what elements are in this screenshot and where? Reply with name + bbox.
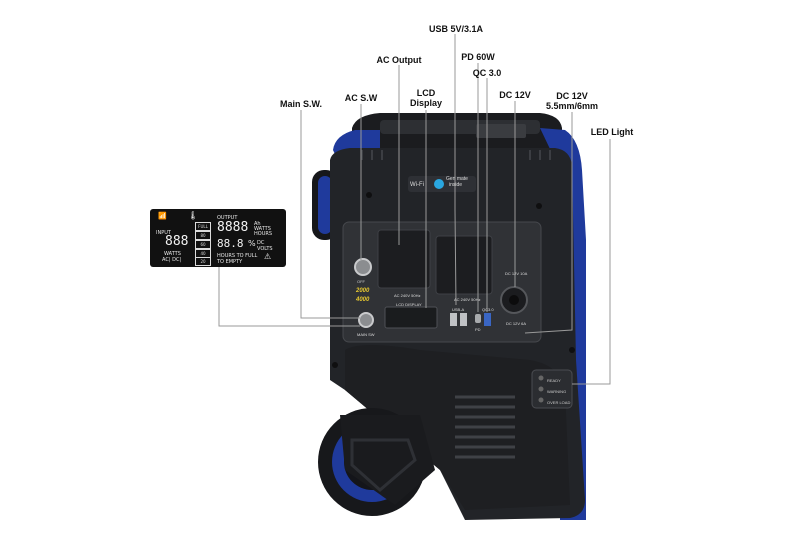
lcd-unit-hours: HOURS [254,231,273,237]
lcd-hours-to-full: HOURS TO FULL [217,253,258,259]
ac-switch [354,258,372,276]
led-overload-label: OVER LOAD [547,400,571,405]
pd-port [475,314,481,323]
panel-pd-label: PD [475,327,481,332]
lcd-watts-label: WATTS [164,251,181,257]
lcd-output-label: OUTPUT [217,215,238,221]
wheel-spoke [350,438,417,492]
led-warning [538,386,544,392]
lcd-ac-dc-label: AC| DC| [162,257,182,263]
callout-led-light: LED Light [590,127,634,137]
main-switch [358,312,374,328]
lcd-unit-percent: % [248,239,256,248]
lcd-display-inset: 📶 🌡 OUTPUT INPUT 888 WATTS AC| DC| FULL … [150,209,286,267]
panel-dc-label2: DC 12V 6A [506,321,527,326]
panel-dc-label: DC 12V 10A [505,271,528,276]
callout-lcd-line2: Display [409,98,442,108]
wheel-cover [340,415,435,505]
lcd-input-label: INPUT [156,230,171,236]
panel-lcd-label: LCD DISPLAY [396,302,422,307]
callout-ac-sw: AC S.W [344,93,378,103]
lcd-unit-ah: Ah [254,221,261,227]
lcd-digits-output: 8888 [217,220,249,235]
ac-outlet-1 [377,229,431,289]
screw [332,362,338,368]
lcd-to-empty: TO EMPTY [217,259,243,265]
callout-lines [218,34,611,385]
lcd-digits-mid: 88.8 [217,237,244,250]
led-ready-label: READY [547,378,561,383]
lcd-unit-watts: WATTS [254,226,271,232]
panel-watt2: 4000 [356,297,370,303]
callout-main-sw: Main S.W. [279,99,322,109]
led-ready [538,375,544,381]
qc-port [484,313,491,326]
callout-dc12v: DC 12V [499,90,531,100]
usb-port [460,313,467,326]
ac-outlet-2 [435,235,493,295]
battery-level-60: 60 [195,240,211,249]
callout-lcd-line1: LCD [416,88,436,98]
led-overload [538,397,544,403]
thermometer-icon: 🌡 [188,211,199,220]
panel-lcd [384,306,438,329]
callout-ac-output: AC Output [376,55,422,65]
lcd-digits-input: 888 [165,234,189,249]
lcd-unit-dc: DC [257,240,265,246]
top-vent-block [476,124,526,138]
screw [536,203,542,209]
callout-pd: PD 60W [461,52,495,62]
panel-ac-label: AC 240V 50Hz [394,293,421,298]
side-handle-blue [318,176,332,234]
callout-dc12v-b-line1: DC 12V [556,91,588,101]
warning-icon: ⚠ [264,252,272,261]
panel-usb-label: USB-A [452,307,465,312]
dc-socket-inner [509,295,519,305]
lcd-unit-volts: VOLTS [257,246,273,252]
panel-qc-label: QC3.0 [482,307,494,312]
panel-ac-label2: AC 240V 50Hz [454,297,481,302]
callout-dc12v-b-line2: 5.5mm/6mm [545,101,599,111]
wifi-icon: 📶 [158,212,167,220]
callout-usb: USB 5V/3.1A [428,24,484,34]
battery-level-80: 80 [195,231,211,240]
gen-label-line1: Gen mate [446,176,468,182]
top-vents [361,150,551,160]
usb-port [450,313,457,326]
gen-label-line2: inside [449,182,463,188]
callout-qc: QC 3.0 [472,68,502,78]
screw [569,347,575,353]
panel-off-label: OFF [357,279,365,284]
screw [366,192,372,198]
led-warning-label: WARNING [547,389,567,394]
wifi-icon [434,179,444,189]
battery-full: FULL [195,222,211,231]
wifi-label: Wi-Fi [410,182,424,188]
battery-level-20: 20 [195,257,211,266]
side-vents [455,395,515,459]
panel-main-sw: MAIN SW [357,332,375,337]
panel-watt1: 2000 [356,288,370,294]
